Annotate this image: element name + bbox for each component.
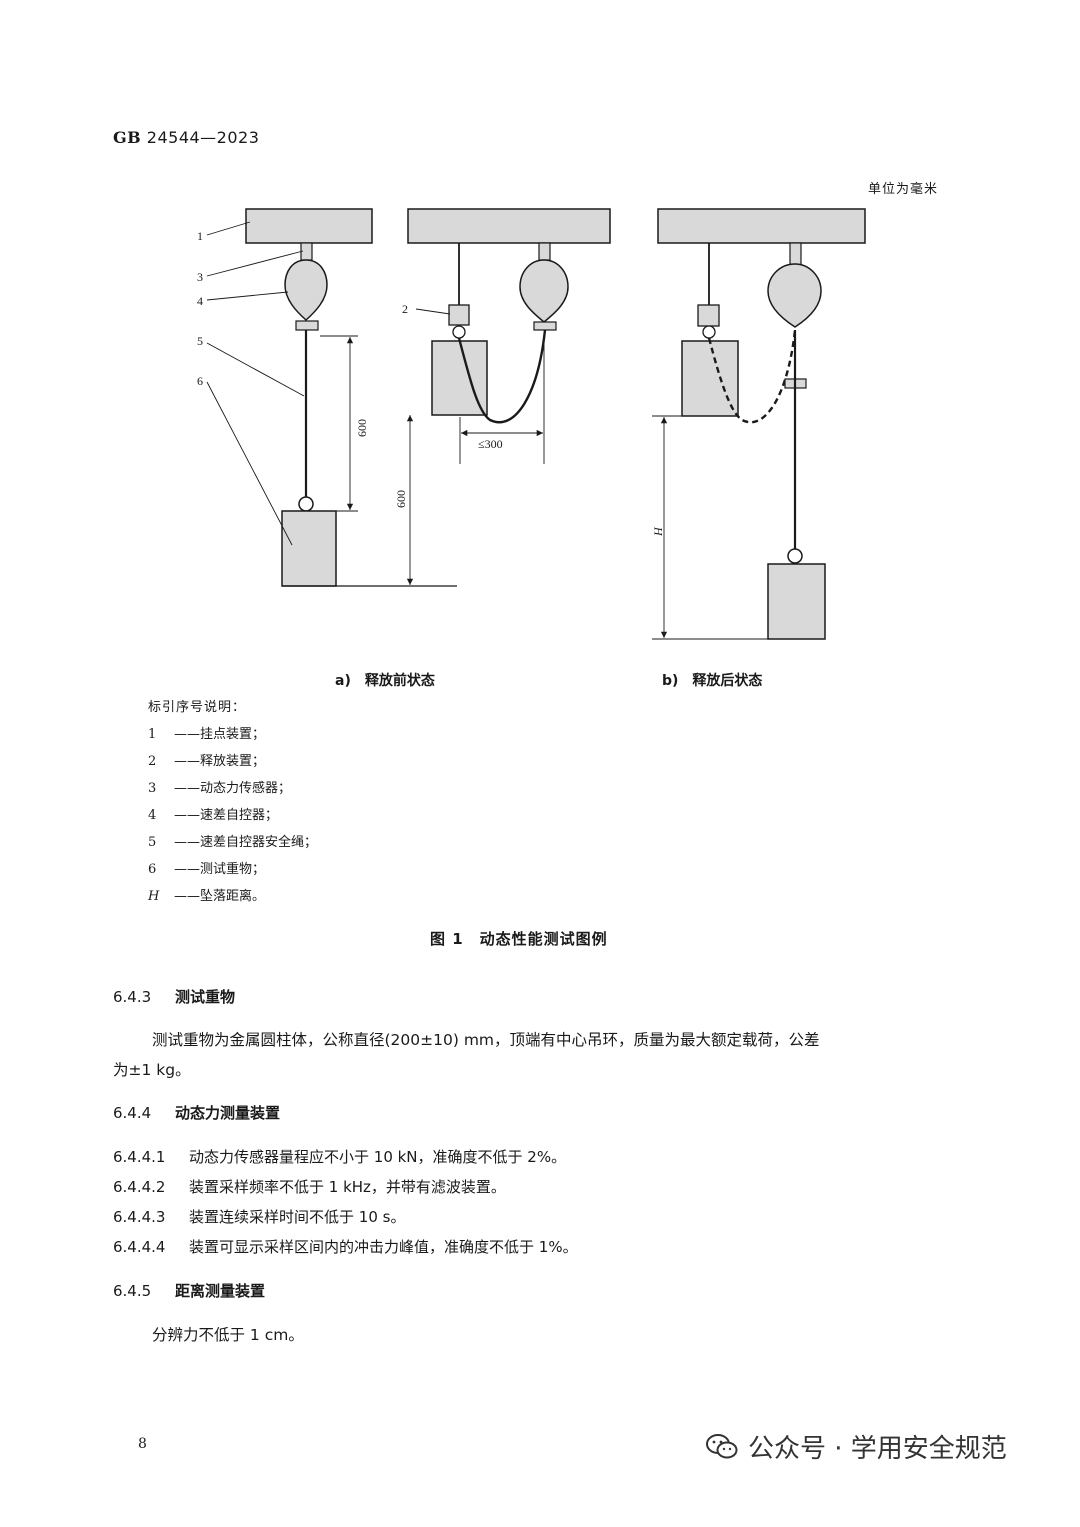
standard-number: 24544—2023 bbox=[146, 128, 260, 147]
caption-a: a) 释放前状态 bbox=[335, 673, 435, 689]
release-ring bbox=[452, 325, 466, 339]
device-clamp bbox=[295, 320, 319, 331]
legend-title: 标引序号说明： bbox=[148, 700, 247, 715]
label-6: 6 bbox=[197, 374, 203, 388]
unit-note: 单位为毫米 bbox=[868, 182, 939, 197]
test-weight-bottom bbox=[767, 563, 826, 640]
page-number: 8 bbox=[138, 1436, 147, 1452]
legend-item: 4——速差自控器； bbox=[148, 808, 279, 823]
release-device bbox=[697, 304, 720, 327]
legend-item: 1——挂点装置； bbox=[148, 727, 266, 742]
label-1: 1 bbox=[197, 229, 203, 243]
test-diagram: 1 3 4 5 6 2 600 600 ≤300 H bbox=[197, 208, 866, 640]
hook-ring bbox=[787, 548, 803, 564]
self-retracting-device bbox=[767, 263, 822, 328]
force-sensor bbox=[789, 242, 802, 267]
anchor-beam bbox=[407, 208, 611, 244]
legend-item: 3——动态力传感器； bbox=[148, 781, 292, 796]
standard-code: GB bbox=[113, 128, 142, 147]
dim-h: H bbox=[651, 526, 665, 537]
self-retracting-device bbox=[519, 259, 569, 323]
standard-id: GB 24544—2023 bbox=[113, 128, 259, 147]
setup-a bbox=[206, 208, 457, 587]
legend-item: 6——测试重物； bbox=[148, 862, 266, 877]
wechat-icon bbox=[706, 1433, 738, 1458]
caption-b: b) 释放后状态 bbox=[662, 673, 763, 689]
legend-item: 5——速差自控器安全绳； bbox=[148, 835, 318, 850]
dim-300: ≤300 bbox=[478, 437, 503, 451]
anchor-beam bbox=[657, 208, 866, 244]
release-device bbox=[448, 304, 470, 326]
watermark: 公众号 · 学用安全规范 bbox=[706, 1428, 1007, 1465]
legend-item: H——坠落距离。 bbox=[148, 889, 266, 904]
setup-c bbox=[652, 208, 866, 640]
label-4: 4 bbox=[197, 294, 203, 308]
label-5: 5 bbox=[197, 334, 203, 348]
paragraph-6-4-3-line2: 为±1 kg。 bbox=[113, 1061, 191, 1079]
label-3: 3 bbox=[197, 270, 203, 284]
test-weight bbox=[281, 510, 337, 587]
release-ring bbox=[702, 325, 716, 339]
slack-lifeline bbox=[457, 329, 547, 424]
paragraph-6-4-3-line1: 测试重物为金属圆柱体，公称直径(200±10) mm，顶端有中心吊环，质量为最大… bbox=[152, 1031, 820, 1049]
anchor-beam bbox=[245, 208, 373, 244]
force-sensor bbox=[538, 242, 551, 261]
test-weight-top bbox=[681, 340, 739, 417]
paragraph-6-4-5: 分辨力不低于 1 cm。 bbox=[152, 1326, 304, 1344]
label-2: 2 bbox=[402, 302, 408, 316]
setup-b bbox=[407, 208, 611, 464]
self-retracting-device bbox=[284, 259, 328, 322]
hook-ring bbox=[298, 496, 314, 512]
watermark-text: 公众号 · 学用安全规范 bbox=[748, 1434, 1007, 1464]
dim-600-floor: 600 bbox=[394, 490, 408, 508]
device-clamp bbox=[533, 321, 557, 331]
dim-600-rope: 600 bbox=[355, 419, 369, 437]
legend-item: 2——释放装置； bbox=[148, 754, 266, 769]
figure-title: 图 1 动态性能测试图例 bbox=[430, 930, 608, 948]
